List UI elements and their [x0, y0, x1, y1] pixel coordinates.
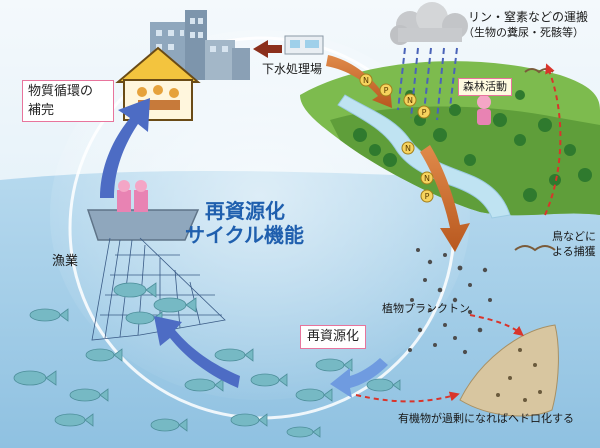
transport-label-line1: リン・窒素などの運搬	[468, 10, 589, 24]
nutrient-n-icon	[401, 141, 415, 155]
plankton-label: 植物プランクトン	[382, 302, 470, 315]
nutrient-particles: N P N P N N P	[359, 73, 434, 203]
rain-lines	[397, 47, 458, 121]
dashed-arrow-to-sludge	[469, 314, 524, 337]
nutrient-p-label: P	[384, 86, 389, 95]
arrow-city-to-plant	[253, 40, 282, 58]
dashed-flow-arrows	[355, 63, 562, 403]
arrow-fishery-to-house	[100, 98, 150, 198]
forest-worker	[477, 95, 491, 125]
nutrient-n-label: N	[405, 144, 411, 153]
fishery-label: 漁業	[52, 254, 79, 269]
cycle-arrows	[100, 98, 388, 398]
nutrient-n-icon	[359, 73, 373, 87]
sludge-particles	[496, 348, 542, 402]
sludge-warning-label: 有機物が過剰になればヘドロ化する	[398, 412, 574, 425]
fishing-boat	[86, 180, 200, 241]
nutrient-p-icon	[420, 189, 434, 203]
nutrient-n-label: N	[363, 76, 369, 85]
recycling-label: 再資源化	[300, 325, 367, 349]
sewage-plant-label: 下水処理場	[262, 62, 323, 76]
transport-label-line2: （生物の糞尿・死骸等）	[463, 26, 584, 39]
bird-capture-label-line1: 鳥などに	[552, 230, 596, 243]
nutrient-p-label: P	[425, 192, 430, 201]
nutrient-n-label: N	[424, 174, 430, 183]
arrow-river-to-sea	[420, 145, 470, 252]
nutrient-n-icon	[420, 171, 434, 185]
nutrient-n-label: N	[407, 96, 413, 105]
nutrient-flow-arrows	[253, 40, 470, 252]
material-cycle-label-line2: 補完	[28, 103, 55, 118]
center-title-line1: 再資源化	[205, 199, 285, 223]
center-title-line2: サイクル機能	[185, 223, 304, 247]
arrow-fish-to-fishery	[154, 316, 240, 388]
arrow-plankton-to-fish	[330, 358, 388, 398]
sludge-area	[459, 324, 559, 417]
plankton-cloud	[408, 248, 492, 355]
arrow-plant-to-river	[326, 55, 392, 108]
sewage-plant	[284, 35, 324, 55]
dashed-arrow-sludge	[355, 391, 460, 403]
dashed-arrow-bird-transport	[544, 63, 562, 216]
bird-capture-label-line2: よる捕獲	[552, 245, 596, 258]
forest-activity-label: 森林活動	[458, 78, 512, 96]
nutrient-n-icon	[403, 93, 417, 107]
nutrient-p-icon	[379, 83, 393, 97]
nutrient-p-label: P	[422, 108, 427, 117]
material-cycle-label: 物質循環の 補完	[22, 80, 114, 122]
material-cycle-label-line1: 物質循環の	[28, 84, 94, 99]
rain-cloud	[390, 2, 468, 45]
nutrient-p-icon	[417, 105, 431, 119]
